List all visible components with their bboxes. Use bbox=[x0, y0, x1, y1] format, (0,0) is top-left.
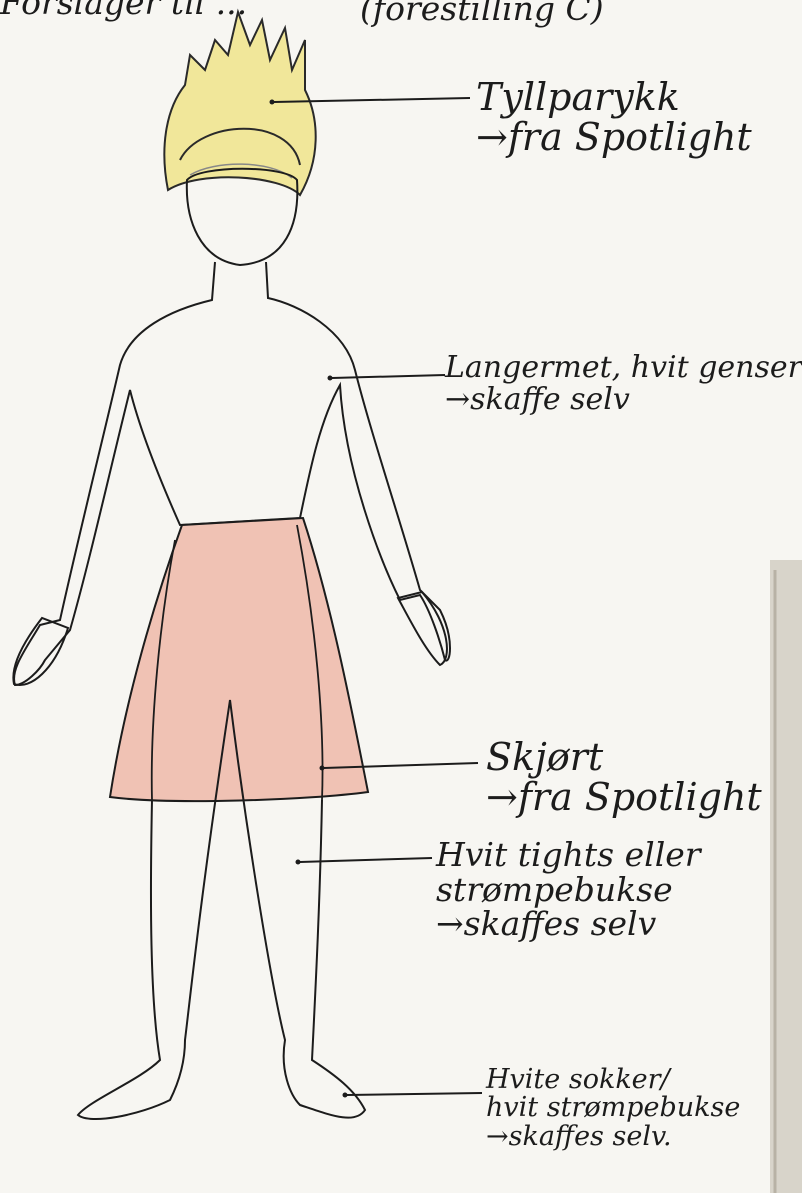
label-skirt-line2: →fra Spotlight bbox=[486, 778, 762, 818]
label-wig: Tyllparykk →fra Spotlight bbox=[476, 78, 752, 158]
label-tights: Hvit tights eller strømpebukse →skaffes … bbox=[436, 838, 701, 942]
skirt bbox=[110, 518, 368, 801]
label-tights-line1: Hvit tights eller bbox=[436, 838, 701, 873]
label-socks-line3: →skaffes selv. bbox=[486, 1123, 740, 1151]
label-sweater-line2: →skaffe selv bbox=[445, 384, 802, 416]
label-sweater: Langermet, hvit genser →skaffe selv bbox=[445, 352, 802, 415]
label-wig-line2: →fra Spotlight bbox=[476, 118, 752, 158]
label-socks-line1: Hvite sokker/ bbox=[486, 1066, 740, 1094]
label-tights-line3: →skaffes selv bbox=[436, 907, 701, 942]
label-sweater-line1: Langermet, hvit genser bbox=[445, 352, 802, 384]
label-skirt: Skjørt →fra Spotlight bbox=[486, 738, 762, 818]
label-socks-line2: hvit strømpebukse bbox=[486, 1094, 740, 1122]
header-left: Forslager til ... bbox=[0, 0, 247, 21]
label-tights-line2: strømpebukse bbox=[436, 873, 701, 908]
label-wig-line1: Tyllparykk bbox=[476, 78, 752, 118]
left-hand bbox=[13, 618, 68, 685]
leader-sweater bbox=[332, 375, 445, 378]
label-skirt-line1: Skjørt bbox=[486, 738, 762, 778]
leader-socks bbox=[347, 1093, 482, 1095]
label-socks: Hvite sokker/ hvit strømpebukse →skaffes… bbox=[486, 1066, 740, 1151]
right-hand bbox=[398, 592, 447, 665]
header-right: (forestilling C) bbox=[360, 0, 604, 27]
wig-drawing bbox=[164, 12, 315, 195]
